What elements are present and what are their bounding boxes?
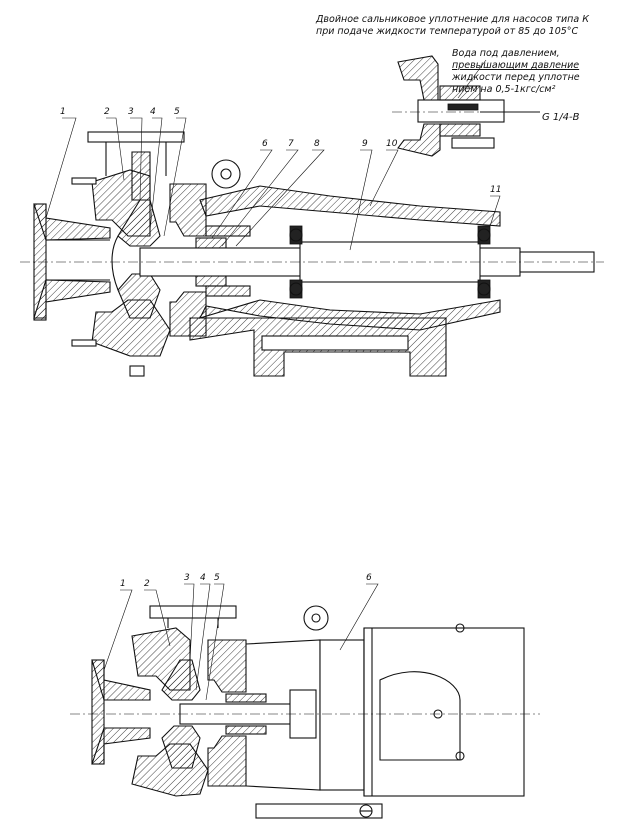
seal-note-line-2: при подаче жидкости температурой от 85 д…: [316, 26, 579, 37]
part-label-10: 10: [386, 139, 398, 149]
bottom-part-label-2: 2: [144, 579, 150, 589]
water-note-line-4: нием на 0,5-1кгс/см²: [452, 84, 556, 95]
seal-note-line-1: Двойное сальниковое уплотнение для насос…: [316, 14, 589, 25]
part-label-11: 11: [490, 185, 501, 195]
part-label-6: 6: [262, 139, 268, 149]
part-label-5: 5: [174, 107, 180, 117]
bottom-part-label-3: 3: [184, 573, 190, 583]
seal-detail-drawing: [392, 55, 540, 157]
part-label-1: 1: [60, 107, 66, 117]
bottom-part-label-5: 5: [214, 573, 220, 583]
bottom-assembly-drawing: 1 2 3 4 5 6: [70, 573, 540, 819]
bottom-part-label-1: 1: [120, 579, 126, 589]
top-assembly-drawing: 1 2 3 4 5 6 7 8 9 10 11: [20, 107, 604, 377]
part-label-9: 9: [362, 139, 368, 149]
part-label-2: 2: [104, 107, 110, 117]
thread-label: G 1/4-B: [542, 112, 580, 123]
bottom-part-label-4: 4: [200, 573, 206, 583]
water-pressure-note: Вода под давлением, превышающим давление…: [452, 48, 580, 96]
part-label-8: 8: [314, 139, 320, 149]
part-label-3: 3: [128, 107, 134, 117]
part-label-7: 7: [288, 139, 294, 149]
water-note-line-2: превышающим давление: [452, 60, 580, 71]
bottom-part-label-6: 6: [366, 573, 372, 583]
water-note-line-1: Вода под давлением,: [452, 48, 560, 59]
water-note-line-3: жидкости перед уплотне: [452, 72, 580, 83]
seal-note-title: Двойное сальниковое уплотнение для насос…: [316, 14, 589, 38]
part-label-4: 4: [150, 107, 156, 117]
